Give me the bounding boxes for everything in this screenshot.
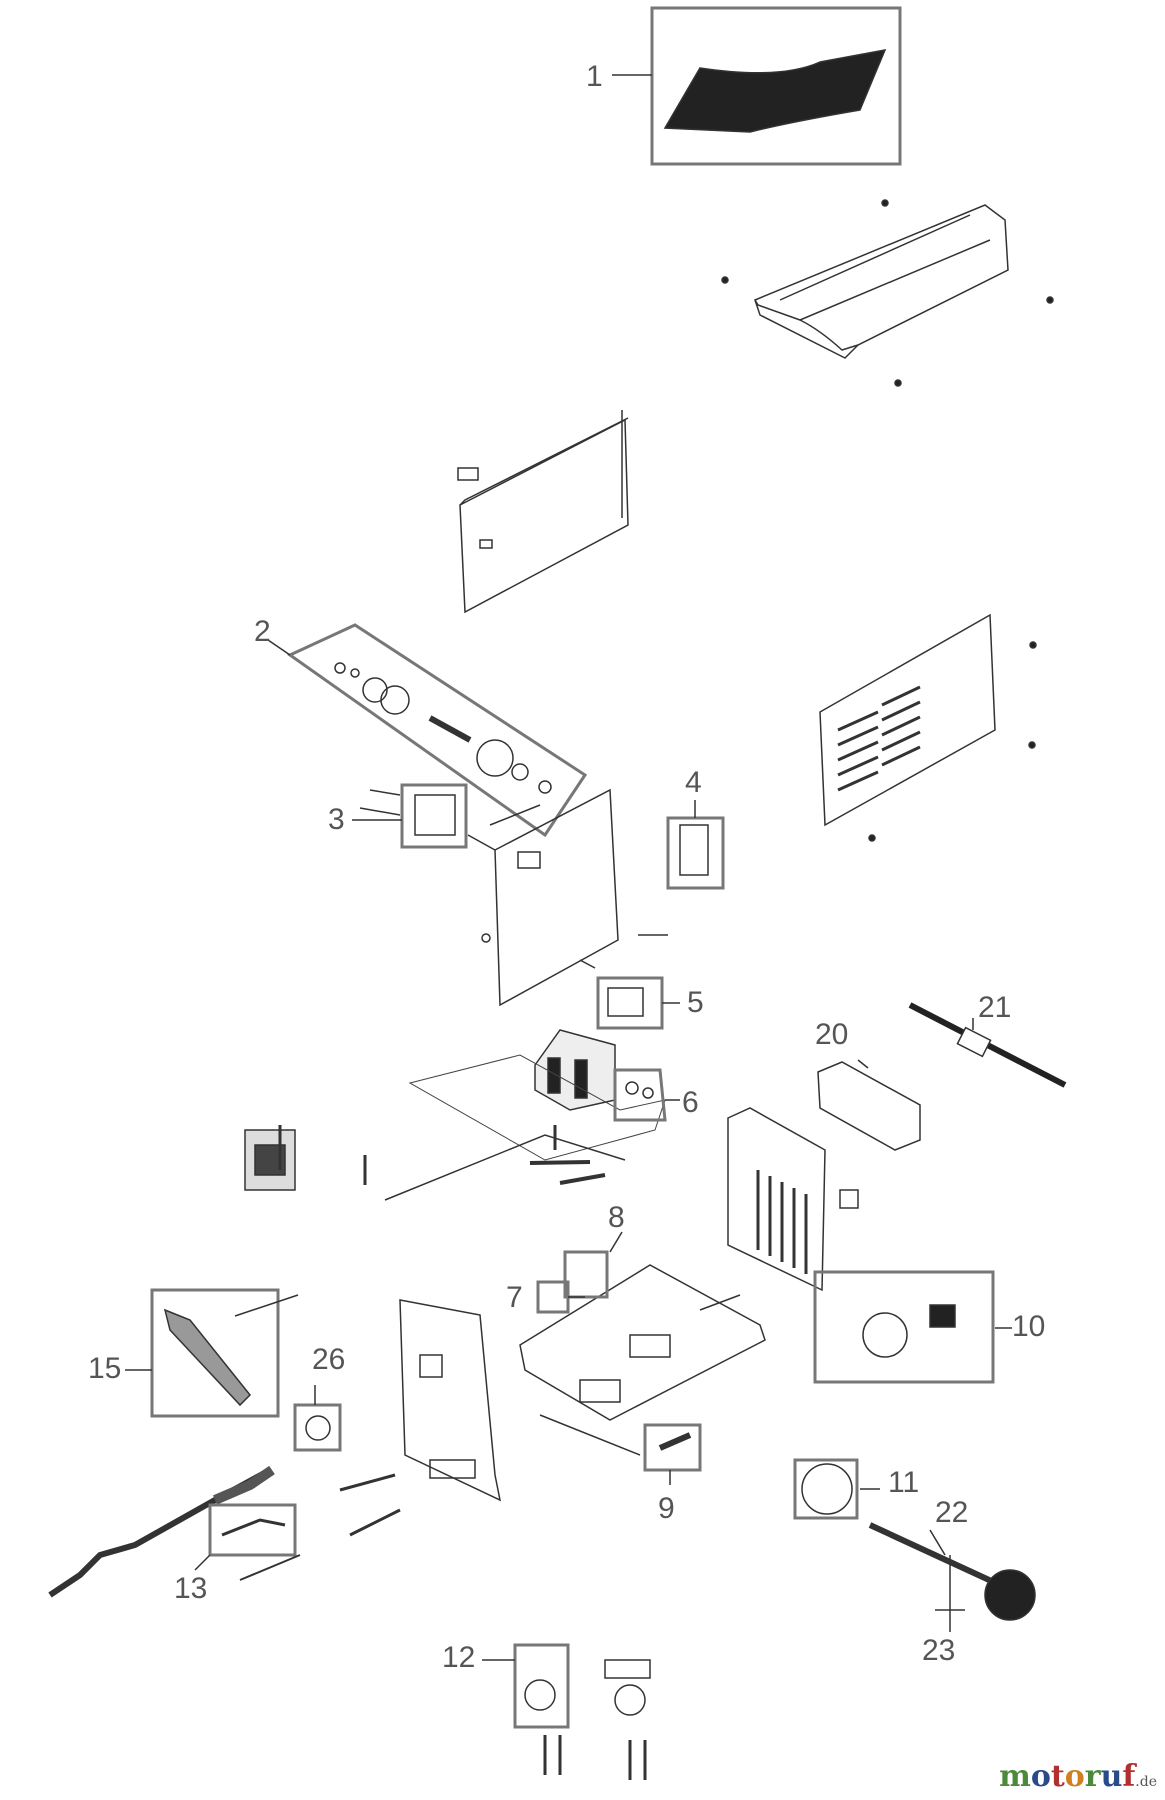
callout-15: 15: [88, 1352, 122, 1385]
rear-panel: [727, 1107, 826, 1292]
wheel: [984, 1569, 1036, 1621]
part-26-box: [293, 1403, 342, 1452]
callout-26: 26: [312, 1343, 346, 1376]
part-1-box: [650, 6, 902, 166]
callout-4: 4: [685, 766, 702, 799]
part-20-housing: [817, 1061, 921, 1151]
callout-1: 1: [586, 60, 603, 93]
callout-9: 9: [658, 1492, 675, 1525]
callout-21: 21: [978, 991, 1012, 1024]
part-3-box: [400, 783, 468, 849]
part-9-box: [643, 1423, 702, 1472]
part-13-box: [208, 1503, 297, 1557]
part-11-box: [793, 1458, 859, 1520]
callout-12: 12: [442, 1641, 476, 1674]
callout-2: 2: [254, 615, 271, 648]
front-frame: [399, 1299, 502, 1502]
callout-22: 22: [935, 1496, 969, 1529]
callout-5: 5: [687, 986, 704, 1019]
small-transformer: [244, 1129, 296, 1191]
motoruf-watermark: motoruf.de: [999, 1759, 1157, 1794]
callout-7: 7: [506, 1281, 523, 1314]
callout-10: 10: [1012, 1310, 1046, 1343]
front-panel: [494, 788, 619, 1007]
part-6-box: [613, 1068, 667, 1122]
rubber-mat: [663, 49, 887, 133]
callout-13: 13: [174, 1572, 208, 1605]
top-cover: [753, 204, 1009, 351]
part-4-box: [666, 816, 725, 890]
callout-3: 3: [328, 803, 345, 836]
part-15-box: [150, 1288, 280, 1418]
part-10-box: [813, 1270, 995, 1384]
axle: [868, 1522, 1002, 1588]
louvre-panel-right: [819, 613, 996, 827]
part-12-box: [513, 1643, 570, 1729]
callout-11: 11: [888, 1466, 920, 1499]
callout-6: 6: [682, 1086, 699, 1119]
part-8-box: [563, 1250, 609, 1299]
side-panel: [459, 418, 629, 614]
callout-8: 8: [608, 1201, 625, 1234]
callout-20: 20: [815, 1018, 849, 1051]
callout-23: 23: [922, 1634, 956, 1667]
part-2-box: [287, 623, 588, 838]
base-plate: [519, 1264, 766, 1421]
